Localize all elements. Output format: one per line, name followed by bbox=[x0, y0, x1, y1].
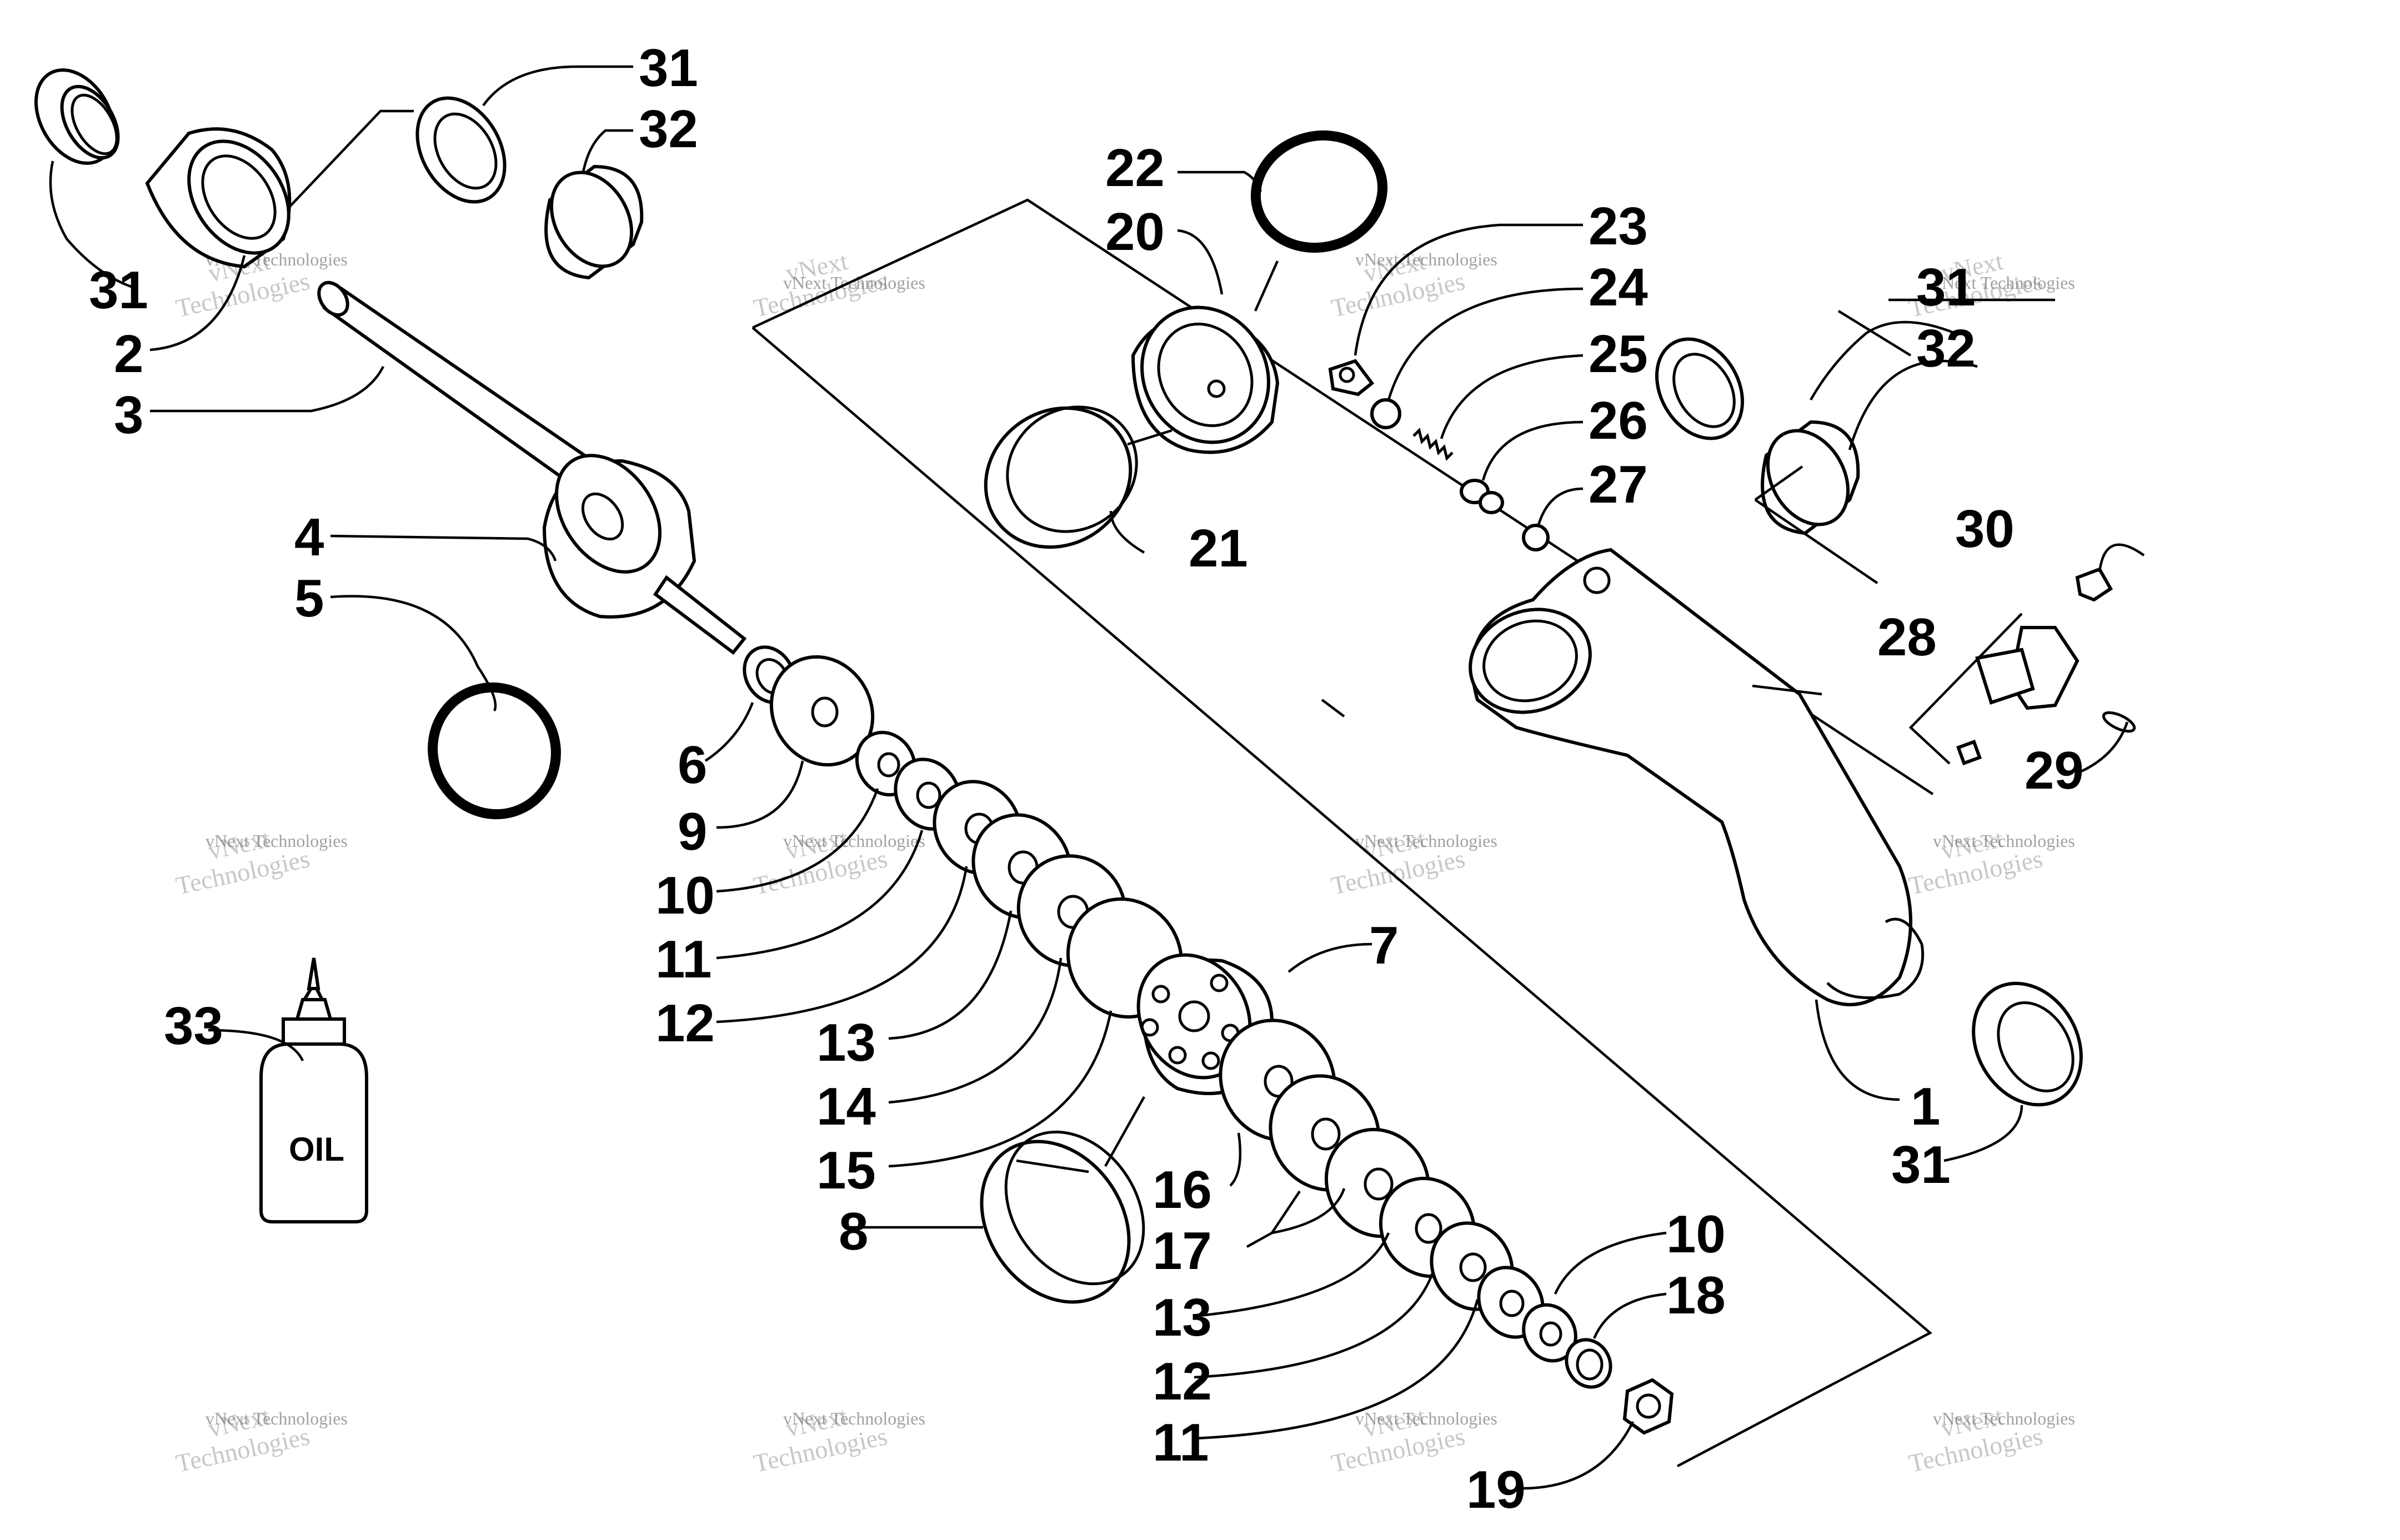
callout-31-left: 31 bbox=[89, 260, 148, 320]
callout-16: 16 bbox=[1153, 1160, 1212, 1220]
watermark-caption: vNext Technologies bbox=[206, 831, 348, 851]
part-2-sleeve bbox=[145, 127, 292, 269]
part-31-bushing-right bbox=[1655, 337, 1745, 440]
callout-11-lower: 11 bbox=[1153, 1413, 1209, 1472]
part-26-valve-pin bbox=[1460, 479, 1504, 514]
callout-7: 7 bbox=[1369, 916, 1399, 975]
callout-11-upper: 11 bbox=[655, 930, 712, 989]
part-24-ball bbox=[1370, 398, 1401, 429]
callout-19: 19 bbox=[1466, 1460, 1526, 1519]
watermark-caption: vNext Technologies bbox=[1933, 273, 2075, 293]
part-22-o-ring bbox=[1250, 130, 1388, 253]
callout-13-lower: 13 bbox=[1153, 1288, 1212, 1347]
part-28-fitting bbox=[1956, 626, 2080, 766]
part-27-ball bbox=[1522, 524, 1550, 551]
part-33-oil-bottle: OIL bbox=[259, 957, 368, 1223]
part-21-seal-ring bbox=[984, 405, 1138, 549]
watermark-caption: vNext Technologies bbox=[1933, 1408, 2075, 1428]
oil-label: OIL bbox=[289, 1131, 344, 1168]
callout-24: 24 bbox=[1589, 258, 1648, 317]
watermark-caption: vNext Technologies bbox=[783, 1408, 925, 1428]
callout-6: 6 bbox=[678, 735, 707, 795]
callout-3: 3 bbox=[114, 385, 143, 445]
part-4-piston-head bbox=[542, 454, 747, 655]
part-29-snap-ring bbox=[2102, 711, 2136, 733]
part-31-flanged-bushing bbox=[34, 68, 120, 165]
callout-31-right: 31 bbox=[1916, 258, 1976, 317]
part-31-bushing-top bbox=[415, 96, 507, 204]
watermark-caption: vNext Technologies bbox=[783, 831, 925, 851]
watermark-caption: vNext Technologies bbox=[783, 273, 925, 293]
callout-8: 8 bbox=[839, 1202, 868, 1261]
callout-31-top: 31 bbox=[639, 38, 698, 98]
callout-21: 21 bbox=[1189, 519, 1248, 578]
callout-23: 23 bbox=[1589, 197, 1648, 256]
callout-13-upper: 13 bbox=[816, 1013, 876, 1072]
callout-29: 29 bbox=[2025, 741, 2084, 800]
callout-22: 22 bbox=[1105, 138, 1165, 198]
callout-1: 1 bbox=[1911, 1077, 1940, 1136]
bushing-bracket bbox=[274, 109, 414, 223]
callout-20: 20 bbox=[1105, 202, 1165, 262]
callout-18: 18 bbox=[1666, 1266, 1726, 1325]
callout-32-right: 32 bbox=[1916, 319, 1976, 378]
part-20-floating-piston bbox=[1131, 305, 1280, 454]
part-31-bushing-lower-right bbox=[1972, 981, 2083, 1107]
callout-4: 4 bbox=[294, 508, 324, 567]
part-1-shock-body bbox=[1469, 548, 1925, 1006]
callout-31-lower-right: 31 bbox=[1891, 1135, 1951, 1195]
callout-27: 27 bbox=[1589, 455, 1648, 514]
callout-26: 26 bbox=[1589, 391, 1648, 450]
watermark-caption: vNext Technologies bbox=[1933, 831, 2075, 851]
callout-17: 17 bbox=[1153, 1221, 1212, 1281]
watermark-caption: vNext Technologies bbox=[206, 1408, 348, 1428]
callout-14: 14 bbox=[816, 1077, 876, 1136]
part-32-spacer-top bbox=[544, 164, 644, 280]
callout-33: 33 bbox=[164, 996, 223, 1056]
callout-32-top: 32 bbox=[639, 99, 698, 159]
watermark-caption: vNext Technologies bbox=[1355, 1408, 1497, 1428]
callout-28: 28 bbox=[1877, 608, 1937, 667]
callout-10-lower: 10 bbox=[1666, 1205, 1726, 1264]
watermark-caption: vNext Technologies bbox=[1355, 249, 1497, 269]
callout-2: 2 bbox=[114, 324, 143, 384]
callout-15: 15 bbox=[816, 1141, 876, 1200]
callout-9: 9 bbox=[678, 802, 707, 861]
callout-connectors bbox=[482, 65, 633, 173]
callout-5: 5 bbox=[294, 569, 324, 628]
lower-disc-stack bbox=[1219, 1019, 1612, 1389]
part-5-o-ring bbox=[428, 682, 561, 820]
callout-10-upper: 10 bbox=[655, 866, 715, 925]
valve-disc-stack bbox=[743, 645, 1184, 1019]
leader-lines bbox=[49, 160, 2145, 1490]
callout-30: 30 bbox=[1955, 499, 2015, 559]
callout-25: 25 bbox=[1589, 324, 1648, 384]
callout-12-lower: 12 bbox=[1153, 1352, 1212, 1411]
watermark-caption: vNext Technologies bbox=[1355, 831, 1497, 851]
fitting-bracket bbox=[1908, 613, 2023, 765]
part-32-spacer-right bbox=[1761, 420, 1860, 535]
part-19-nut bbox=[1622, 1378, 1674, 1435]
part-8-wear-band bbox=[980, 1130, 1145, 1304]
part-25-spring bbox=[1412, 428, 1454, 461]
callout-12-upper: 12 bbox=[655, 994, 715, 1053]
part-23-screw bbox=[1328, 359, 1375, 397]
part-30-screw bbox=[2075, 567, 2113, 602]
callout-labels: 1 2 3 4 5 6 7 8 9 10 11 12 13 14 15 16 1… bbox=[89, 38, 2084, 1519]
